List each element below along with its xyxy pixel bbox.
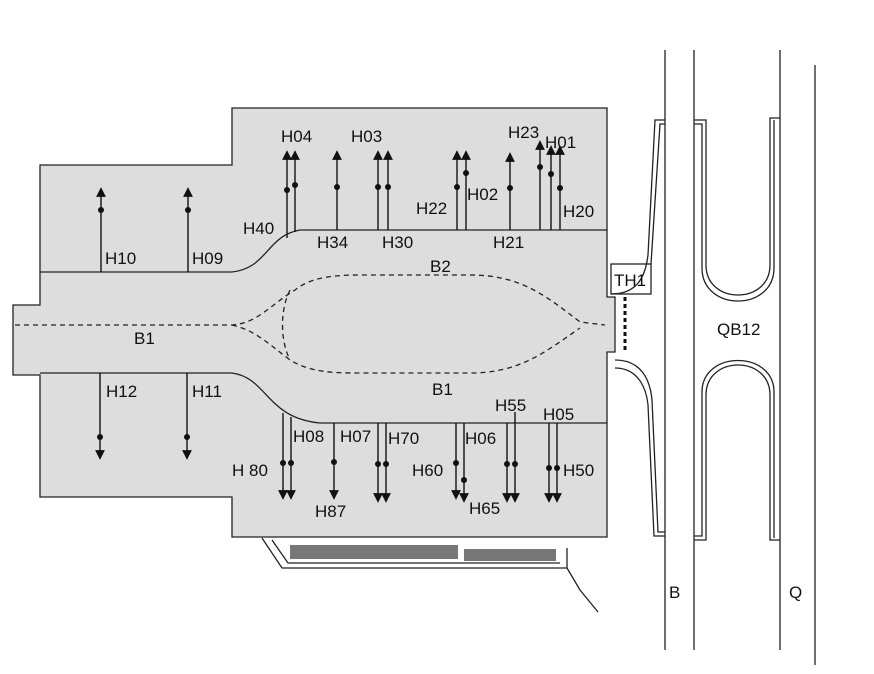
arrow-group-h50-h05 [544,423,562,503]
arrow-group-h60-h06 [451,423,469,503]
platform-outline-inner [271,539,560,564]
label-h11: H11 [192,382,222,401]
label-h05: H05 [543,405,574,424]
arrow-group-h09 [183,187,193,272]
label-h22: H22 [416,199,447,218]
station-area [12,107,616,538]
label-h20: H20 [563,202,594,221]
arrow-group-h11 [182,373,192,460]
arrow-group-h65-h55 [502,412,520,503]
lower-u-guide [694,364,780,541]
label-h09: H09 [192,249,223,268]
th1-upper-guide [610,119,665,295]
label-h21: H21 [493,233,524,252]
label-h40: H40 [243,219,274,238]
arrow-group-h07-h70 [373,423,391,503]
label-h02: H02 [467,185,498,204]
label-h60: H60 [412,461,443,480]
arrow-group-h22 [452,150,471,230]
arrow-group-h21 [505,152,515,230]
label-b1-left: B1 [134,329,155,348]
th1-lower-guide [614,359,665,533]
upper-track-edge [40,229,607,273]
label-h23: H23 [508,123,539,142]
upper-u-guide-inner [694,120,775,302]
label-b1-center: B1 [432,380,453,399]
label-h07: H07 [340,427,371,446]
platform-outline [261,537,568,569]
label-h87: H87 [315,502,346,521]
label-qb12: QB12 [717,320,760,339]
label-h70: H70 [388,429,419,448]
track-b1-dashed [15,274,606,326]
track-b2-dashed [231,324,581,374]
label-h34: H34 [317,233,348,252]
label-h06: H06 [465,429,496,448]
label-h65: H65 [469,499,500,518]
label-h50: H50 [563,461,594,480]
lower-track-edge [40,372,607,424]
th1-upper-guide-inner [650,123,665,265]
arrow-group-h34 [332,150,342,230]
label-th1: TH1 [614,271,646,290]
track-loop-dashed [281,289,291,361]
platform-tail [566,567,599,613]
arrow-group-h23-h01-h20 [535,140,565,230]
arrow-group-h30-h03 [373,150,393,230]
arrow-group-h80-h08 [278,413,296,500]
platform-bar-2 [464,549,556,561]
arrow-group-h40-h04 [282,150,300,238]
label-h30: H30 [382,233,413,252]
lower-u-guide-inner [694,360,775,538]
label-b2: B2 [430,257,451,276]
label-h10: H10 [105,249,136,268]
label-h03: H03 [351,127,382,146]
arrow-group-h12 [95,373,105,460]
label-h12: H12 [106,382,137,401]
label-h01: H01 [545,133,576,152]
label-h80: H 80 [232,461,268,480]
platform-bar-1 [290,545,458,559]
label-h08: H08 [293,427,324,446]
arrow-group-h87 [329,423,339,500]
label-b: B [669,583,680,602]
label-h04: H04 [281,127,312,146]
label-q: Q [789,583,802,602]
label-h55: H55 [495,396,526,415]
th1-lower-guide-inner [614,367,665,537]
upper-u-guide [694,117,780,296]
arrow-group-h10 [96,187,106,272]
